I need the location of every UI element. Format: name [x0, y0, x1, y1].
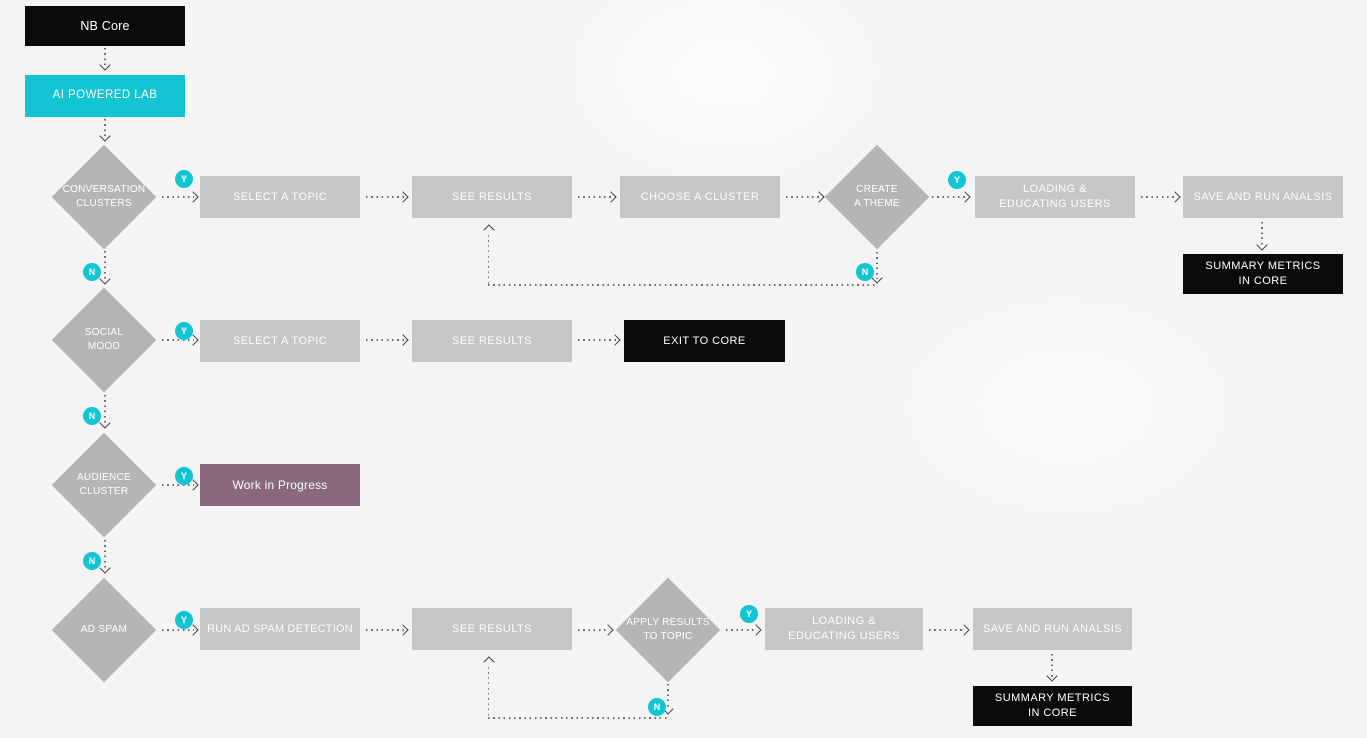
connector — [104, 395, 106, 424]
connector — [488, 717, 668, 719]
connector — [104, 119, 106, 137]
connector — [162, 484, 194, 486]
arrow-head — [98, 417, 111, 429]
arrow-head — [1255, 239, 1268, 251]
connector — [488, 284, 877, 286]
arrow-head — [187, 191, 199, 203]
arrow-head — [602, 624, 614, 636]
badge-no: N — [83, 552, 101, 570]
arrow-head — [397, 334, 409, 346]
connector — [1051, 654, 1053, 677]
arrow-head — [750, 624, 762, 636]
connector — [578, 629, 609, 631]
arrow-head — [959, 191, 971, 203]
node-see-results-1: SEE RESULTS — [412, 176, 572, 218]
decision-audience-cluster: AUDIENCE CLUSTER — [51, 432, 157, 538]
decision-ad-spam: AD SPAM — [51, 577, 157, 683]
node-see-results-3: SEE RESULTS — [412, 608, 572, 650]
node-nb-core: NB Core — [25, 6, 185, 46]
decision-label: CREATE A THEME — [854, 184, 900, 209]
decision-label: SOCIAL MOOD — [84, 327, 124, 352]
node-save-and-run-analsis-2: SAVE AND RUN ANALSIS — [973, 608, 1132, 650]
badge-yes: Y — [175, 322, 193, 340]
connector — [104, 48, 106, 66]
arrow-head — [1169, 191, 1181, 203]
connector — [162, 629, 194, 631]
decision-label: APPLY RESULTS TO TOPIC — [626, 617, 710, 642]
badge-yes: Y — [175, 611, 193, 629]
arrow-head — [605, 191, 617, 203]
connector — [786, 196, 820, 198]
connector — [487, 235, 490, 285]
arrow-head — [1045, 670, 1058, 682]
connector — [1141, 196, 1176, 198]
connector — [932, 196, 966, 198]
decision-conversation-clusters: CONVERSATION CLUSTERS — [51, 144, 157, 250]
node-choose-a-cluster: CHOOSE A CLUSTER — [620, 176, 780, 218]
connector — [366, 629, 404, 631]
connector — [726, 629, 757, 631]
badge-yes: Y — [740, 605, 758, 623]
node-run-ad-spam-detection: RUN AD SPAM DETECTION — [200, 608, 360, 650]
badge-no: N — [648, 698, 666, 716]
badge-yes: Y — [175, 170, 193, 188]
decision-label: AUDIENCE CLUSTER — [76, 472, 132, 497]
node-see-results-2: SEE RESULTS — [412, 320, 572, 362]
decision-label: AD SPAM — [80, 624, 128, 635]
arrow-head — [397, 624, 409, 636]
node-select-a-topic-2: SELECT A TOPIC — [200, 320, 360, 362]
node-work-in-progress: Work in Progress — [200, 464, 360, 506]
badge-yes: Y — [948, 171, 966, 189]
arrow-head — [98, 59, 111, 71]
arrow-head — [609, 334, 621, 346]
connector — [1261, 222, 1263, 246]
decision-create-a-theme: CREATE A THEME — [824, 144, 930, 250]
connector — [876, 252, 878, 279]
connector — [578, 339, 616, 341]
connector — [104, 540, 106, 569]
arrow-head — [813, 191, 825, 203]
arrow-head — [98, 562, 111, 574]
badge-no: N — [83, 263, 101, 281]
node-loading-educating-users-2: LOADING & EDUCATING USERS — [765, 608, 923, 650]
badge-yes: Y — [175, 467, 193, 485]
arrow-head — [482, 656, 495, 668]
decision-social-mood: SOCIAL MOOD — [51, 287, 157, 393]
connector — [366, 196, 404, 198]
decision-apply-results-to-topic: APPLY RESULTS TO TOPIC — [615, 577, 721, 683]
node-summary-metrics-in-core-2: SUMMARY METRICS IN CORE — [973, 686, 1132, 726]
connector — [487, 667, 490, 718]
arrow-head — [98, 273, 111, 285]
connector — [162, 339, 194, 341]
arrow-head — [958, 624, 970, 636]
connector — [366, 339, 404, 341]
arrow-head — [397, 191, 409, 203]
node-loading-educating-users-1: LOADING & EDUCATING USERS — [975, 176, 1135, 218]
connector — [667, 684, 669, 710]
node-summary-metrics-in-core-1: SUMMARY METRICS IN CORE — [1183, 254, 1343, 294]
badge-no: N — [856, 263, 874, 281]
connector — [929, 629, 965, 631]
arrow-head — [482, 224, 495, 236]
connector — [162, 196, 194, 198]
arrow-head — [98, 130, 111, 142]
connector — [578, 196, 612, 198]
node-save-and-run-analsis-1: SAVE AND RUN ANALSIS — [1183, 176, 1343, 218]
connector — [104, 251, 106, 280]
node-ai-powered-lab: AI POWERED LAB — [25, 75, 185, 117]
node-exit-to-core: EXIT TO CORE — [624, 320, 785, 362]
badge-no: N — [83, 407, 101, 425]
decision-label: CONVERSATION CLUSTERS — [62, 184, 146, 209]
node-select-a-topic-1: SELECT A TOPIC — [200, 176, 360, 218]
